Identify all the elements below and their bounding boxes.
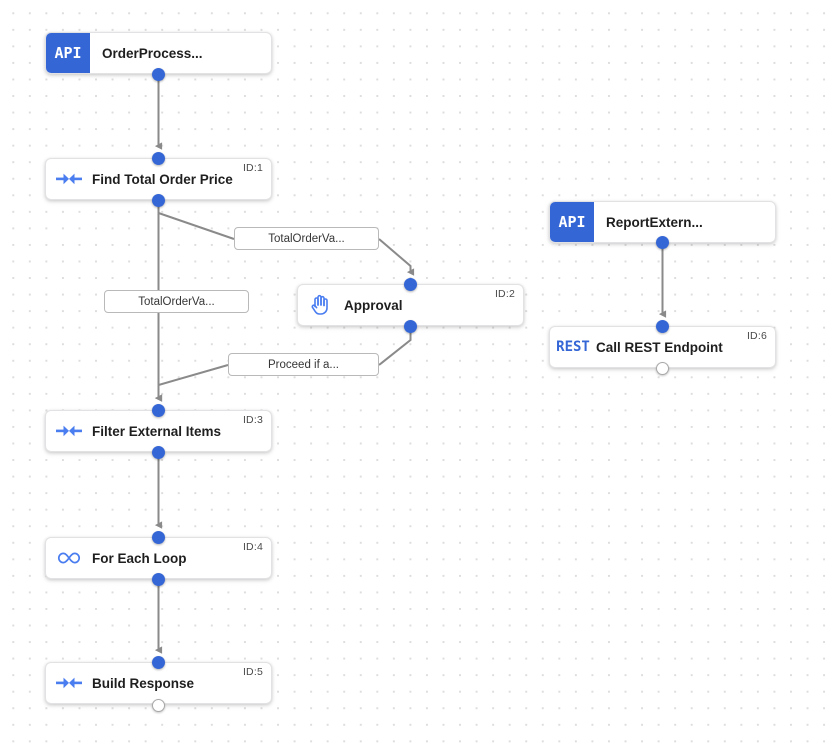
node-build-response[interactable]: Build Response ID:5 bbox=[45, 662, 272, 704]
edge-find-total-to-approval-seg2 bbox=[378, 238, 415, 276]
infinity-icon bbox=[46, 550, 92, 566]
rest-text-icon: REST bbox=[556, 339, 590, 355]
edge-approval-to-filter-seg2 bbox=[154, 364, 229, 402]
edge-label-totalordervalue-approval[interactable]: TotalOrderVa... bbox=[234, 227, 379, 250]
node-title: Filter External Items bbox=[92, 423, 222, 439]
edge-approval-to-filter-seg1 bbox=[378, 326, 412, 366]
port-reportextern-out[interactable] bbox=[656, 236, 669, 249]
port-filter-out[interactable] bbox=[152, 446, 165, 459]
node-title: Call REST Endpoint bbox=[596, 339, 723, 355]
port-build-response-in[interactable] bbox=[152, 656, 165, 669]
node-id-label: ID:4 bbox=[242, 541, 263, 553]
arrows-inward-icon bbox=[46, 171, 92, 187]
api-badge-icon: API bbox=[550, 202, 594, 242]
hand-icon bbox=[298, 294, 344, 316]
port-filter-in[interactable] bbox=[152, 404, 165, 417]
node-id-label: ID:6 bbox=[746, 330, 767, 342]
node-orderprocess[interactable]: API OrderProcess... bbox=[45, 32, 272, 74]
node-call-rest-endpoint[interactable]: REST Call REST Endpoint ID:6 bbox=[549, 326, 776, 368]
node-title: For Each Loop bbox=[92, 550, 187, 566]
port-build-response-out[interactable] bbox=[152, 699, 165, 712]
arrows-inward-icon bbox=[46, 423, 92, 439]
node-title: ReportExtern... bbox=[606, 214, 703, 230]
node-title: Find Total Order Price bbox=[92, 171, 233, 187]
node-id-label: ID:1 bbox=[242, 162, 263, 174]
port-find-total-in[interactable] bbox=[152, 152, 165, 165]
port-foreach-out[interactable] bbox=[152, 573, 165, 586]
node-approval[interactable]: Approval ID:2 bbox=[297, 284, 524, 326]
api-badge-icon: API bbox=[46, 33, 90, 73]
port-approval-in[interactable] bbox=[404, 278, 417, 291]
arrows-inward-icon bbox=[46, 675, 92, 691]
node-title: Build Response bbox=[92, 675, 195, 691]
node-id-label: ID:5 bbox=[242, 666, 263, 678]
port-call-rest-out[interactable] bbox=[656, 362, 669, 375]
edge-find-total-to-approval-seg1 bbox=[157, 200, 235, 240]
node-find-total-order-price[interactable]: Find Total Order Price ID:1 bbox=[45, 158, 272, 200]
node-title: Approval bbox=[344, 297, 403, 313]
port-foreach-in[interactable] bbox=[152, 531, 165, 544]
port-call-rest-in[interactable] bbox=[656, 320, 669, 333]
node-title: OrderProcess... bbox=[102, 45, 203, 61]
node-id-label: ID:2 bbox=[494, 288, 515, 300]
node-for-each-loop[interactable]: For Each Loop ID:4 bbox=[45, 537, 272, 579]
port-orderprocess-out[interactable] bbox=[152, 68, 165, 81]
port-find-total-out[interactable] bbox=[152, 194, 165, 207]
edge-label-proceed-if[interactable]: Proceed if a... bbox=[228, 353, 379, 376]
port-approval-out[interactable] bbox=[404, 320, 417, 333]
node-id-label: ID:3 bbox=[242, 414, 263, 426]
edge-label-totalordervalue-filter[interactable]: TotalOrderVa... bbox=[104, 290, 249, 313]
